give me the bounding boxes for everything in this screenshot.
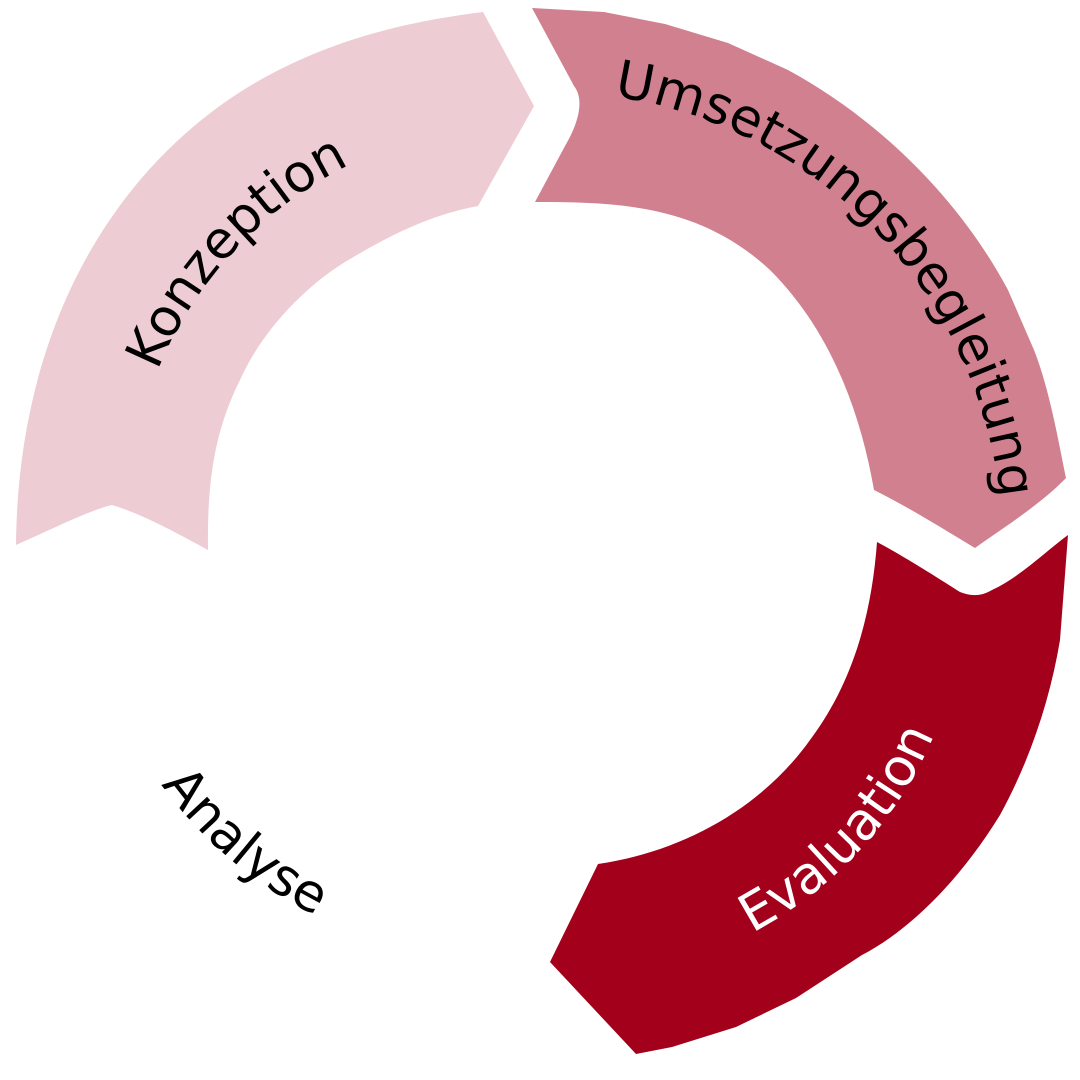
segment-konzeption	[16, 12, 534, 550]
segment-analyse	[20, 550, 460, 1020]
segment-umsetzungsbegleitung	[532, 8, 1066, 548]
segment-evaluation	[550, 535, 1068, 1054]
